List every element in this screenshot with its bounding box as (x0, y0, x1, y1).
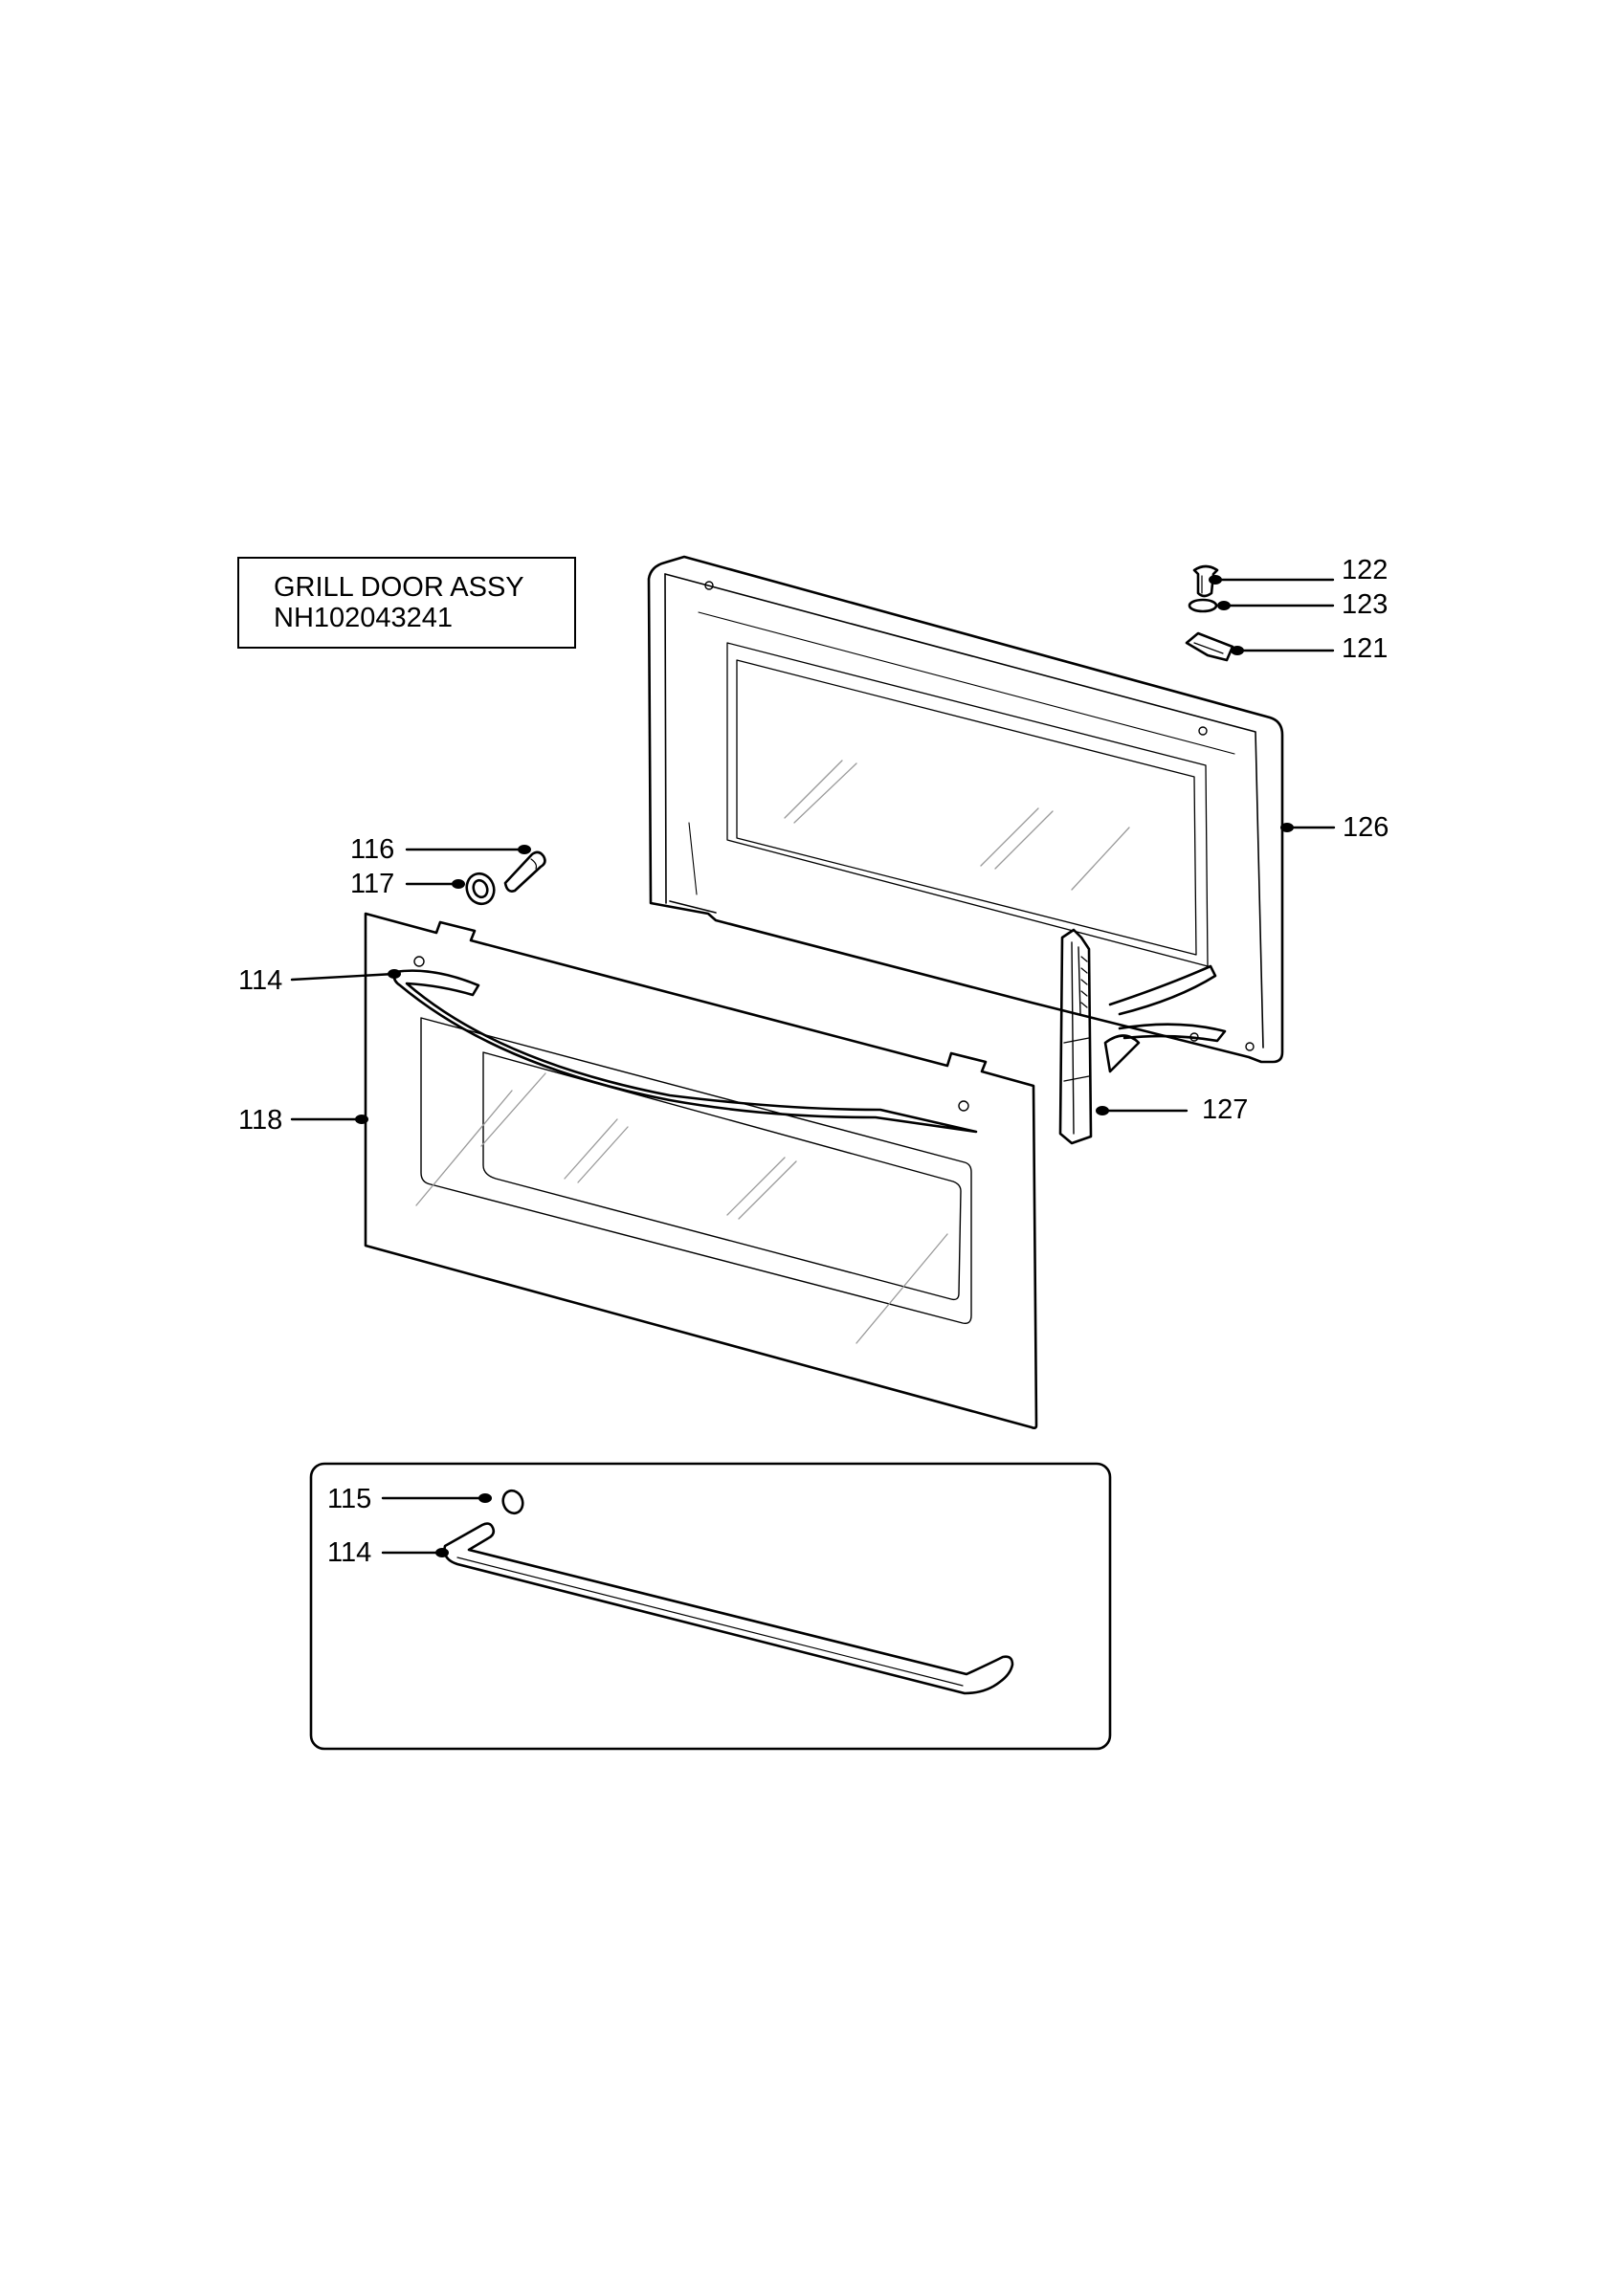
part-number: NH102043241 (274, 603, 454, 633)
title-box: GRILL DOOR ASSY NH102043241 (237, 557, 576, 649)
clip-121 (1185, 631, 1234, 662)
callout-114-door: 114 (238, 965, 283, 996)
washer-123 (1188, 598, 1218, 613)
callout-122: 122 (1342, 555, 1389, 585)
detail-box (309, 1462, 1112, 1751)
leader-lines (290, 578, 1336, 1555)
callout-114-detail: 114 (327, 1537, 372, 1568)
handle-bar (443, 1522, 1014, 1695)
callout-115: 115 (327, 1484, 372, 1514)
screw-122 (1192, 564, 1219, 598)
callout-126: 126 (1343, 812, 1389, 843)
leader-dots (355, 575, 1294, 1557)
callout-123: 123 (1342, 589, 1389, 620)
bolt-116 (503, 850, 546, 893)
end-cap-115 (501, 1489, 524, 1515)
callout-116: 116 (350, 834, 395, 865)
grommet-117 (465, 872, 496, 906)
callout-118: 118 (238, 1105, 283, 1136)
hinge-bracket (1058, 928, 1093, 1145)
assembly-name: GRILL DOOR ASSY (274, 572, 524, 603)
outer-door-panel (364, 912, 1038, 1429)
inner-door-panel (647, 555, 1284, 1073)
callout-121: 121 (1342, 633, 1389, 664)
callout-117: 117 (350, 869, 395, 899)
callout-127: 127 (1202, 1094, 1249, 1125)
